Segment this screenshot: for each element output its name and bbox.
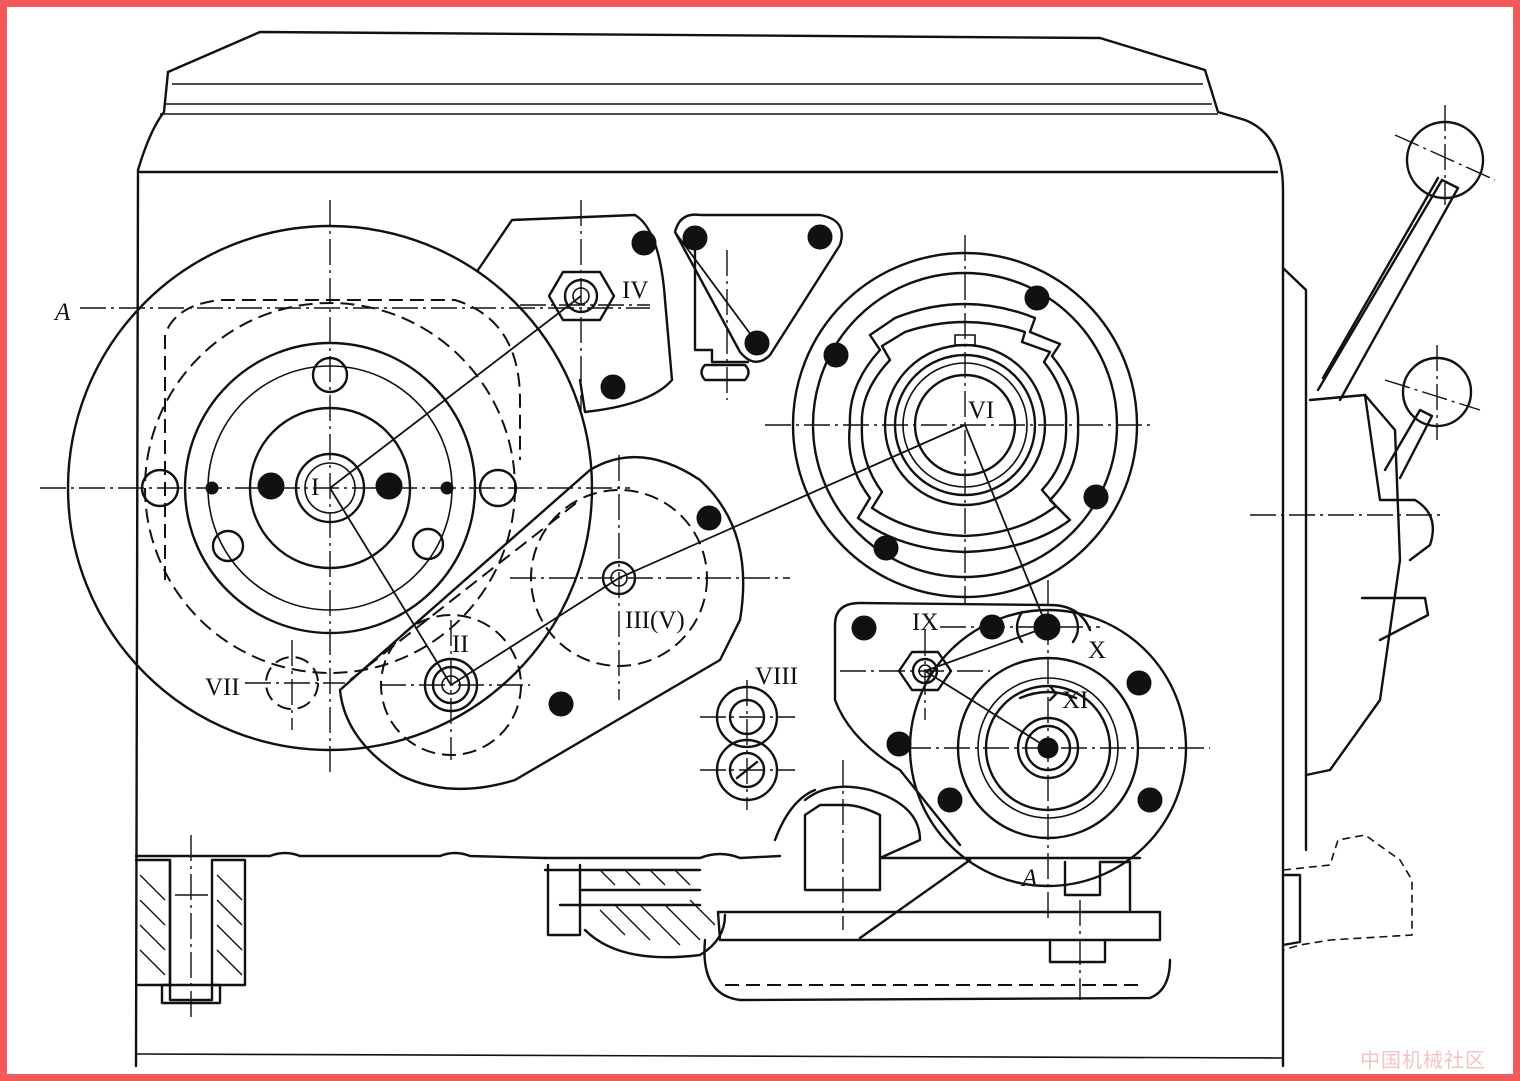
label-shaft-IV: IV — [622, 277, 648, 304]
gear-shaft-XI — [833, 580, 1210, 920]
label-section-A-left: A — [53, 299, 71, 326]
label-shaft-IX: IX — [912, 609, 938, 636]
label-shaft-VII: VII — [205, 674, 240, 701]
label-shaft-III-V: III(V) — [625, 607, 685, 634]
gear-shaft-I — [40, 200, 650, 775]
watermark: 中国机械社区 — [1360, 1048, 1486, 1072]
left-bolt-section — [134, 835, 247, 1020]
label-shaft-II: II — [452, 631, 469, 658]
label-shaft-XI: XI — [1062, 687, 1088, 714]
label-shaft-X: X — [1088, 637, 1106, 664]
gear-shaft-III-V — [338, 455, 790, 791]
gear-shaft-II — [380, 614, 530, 760]
triangular-bracket — [673, 213, 843, 400]
lower-section — [543, 760, 1172, 1002]
gear-shaft-VII — [245, 640, 345, 730]
gear-shaft-VI — [765, 235, 1150, 605]
label-shaft-VIII: VIII — [755, 663, 798, 690]
housing-outline — [134, 30, 1308, 1068]
label-shaft-VI: VI — [968, 397, 994, 424]
transmission-lines — [329, 231, 1049, 749]
lever-assembly — [1250, 105, 1496, 951]
label-shaft-I: I — [311, 474, 319, 501]
shaft-VIII — [700, 680, 795, 810]
label-section-A-bottom: A — [1020, 865, 1038, 892]
bracket-shaft-IV — [476, 200, 674, 414]
